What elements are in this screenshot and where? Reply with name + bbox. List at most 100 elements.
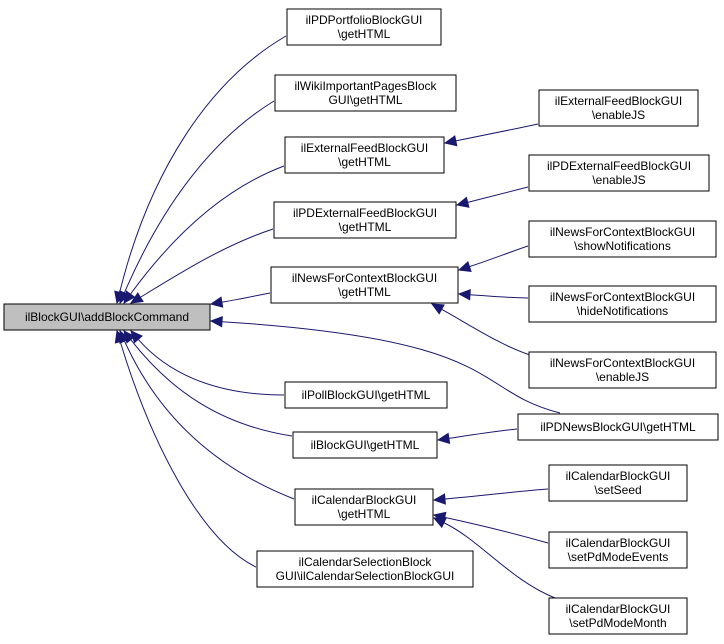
edge-news_js-to-newsctx [430, 303, 531, 356]
node-box[interactable] [270, 266, 459, 304]
edge-line [119, 341, 257, 568]
node-box[interactable] [528, 154, 710, 192]
edge-line [123, 100, 275, 294]
edge-line [130, 339, 293, 437]
arrowhead [455, 196, 470, 208]
node-box[interactable] [528, 220, 717, 258]
node-label-line: ilCalendarBlockGUI [566, 469, 671, 483]
node-box[interactable] [528, 351, 717, 389]
node-box[interactable] [284, 381, 448, 409]
node-label-line: ilPDExternalFeedBlockGUI [547, 159, 691, 173]
node-news_show[interactable]: ilNewsForContextBlockGUI\showNotificatio… [528, 220, 717, 258]
edge-portfolio-to-root [114, 35, 287, 305]
edge-line [221, 321, 561, 414]
node-newsctx[interactable]: ilNewsForContextBlockGUI\getHTML [270, 266, 459, 304]
edge-calsel-to-root [114, 329, 257, 568]
edge-line [467, 186, 529, 203]
node-box[interactable] [286, 8, 442, 46]
node-cal_month[interactable]: ilCalendarBlockGUI\setPdModeMonth [548, 597, 688, 635]
node-cal_events[interactable]: ilCalendarBlockGUI\setPdModeEvents [548, 531, 688, 569]
node-blockgui[interactable]: ilBlockGUI\getHTML [292, 431, 438, 459]
node-calsel[interactable]: ilCalendarSelectionBlockGUI\ilCalendarSe… [256, 550, 474, 588]
edge-line [137, 338, 285, 396]
node-box[interactable] [256, 550, 474, 588]
node-label-line: ilCalendarSelectionBlock [299, 555, 433, 569]
node-label-line: ilWikiImportantPagesBlock [294, 79, 437, 93]
edge-pdextfeed-to-root [129, 228, 274, 304]
node-label-line: \showNotifications [574, 239, 671, 253]
node-label-line: ilBlockGUI\getHTML [311, 438, 420, 452]
node-label-line: \enableJS [592, 108, 645, 122]
edge-pdextfeed_js-to-pdextfeed [455, 186, 529, 208]
node-label-line: ilPDExternalFeedBlockGUI [293, 206, 437, 220]
node-label-line: ilPDPortfolioBlockGUI [306, 13, 423, 27]
node-label-line: GUI\ilCalendarSelectionBlockGUI [276, 569, 455, 583]
node-label-line: \getHTML [338, 507, 391, 521]
edge-cal_seed-to-calendar [432, 488, 549, 505]
node-box[interactable] [528, 285, 717, 323]
node-extfeed_js[interactable]: ilExternalFeedBlockGUI\enableJS [538, 89, 699, 127]
node-cal_seed[interactable]: ilCalendarBlockGUI\setSeed [548, 464, 688, 502]
node-box[interactable] [273, 201, 457, 239]
edge-cal_events-to-calendar [432, 511, 549, 544]
node-label-line: ilNewsForContextBlockGUI [292, 271, 437, 285]
edge-line [221, 292, 271, 303]
edge-pdnews-to-root [209, 315, 561, 414]
edge-line [441, 308, 531, 356]
edge-blockgui-to-root [123, 330, 293, 437]
node-box[interactable] [538, 89, 699, 127]
arrowhead [430, 303, 445, 315]
edge-news_hide-to-newsctx [457, 288, 529, 301]
node-label-line: ilPDNewsBlockGUI\getHTML [540, 420, 696, 434]
node-box[interactable] [548, 597, 688, 635]
node-box[interactable] [274, 74, 457, 112]
node-label-line: ilCalendarBlockGUI [566, 602, 671, 616]
node-label-line: ilNewsForContextBlockGUI [550, 356, 695, 370]
node-box[interactable] [548, 531, 688, 569]
edge-line [444, 516, 549, 544]
node-pdnews[interactable]: ilPDNewsBlockGUI\getHTML [517, 413, 719, 441]
node-label-line: \enableJS [596, 370, 649, 384]
edge-newsctx-to-root [209, 292, 271, 308]
arrowhead [129, 292, 144, 304]
node-root[interactable]: ilBlockGUI\addBlockCommand [3, 303, 211, 331]
edge-poll-to-root [130, 330, 285, 396]
node-poll[interactable]: ilPollBlockGUI\getHTML [284, 381, 448, 409]
node-box[interactable] [517, 413, 719, 441]
node-label-line: ilExternalFeedBlockGUI [555, 94, 682, 108]
arrowhead [123, 290, 136, 304]
edge-line [119, 35, 287, 293]
node-calendar[interactable]: ilCalendarBlockGUI\getHTML [294, 488, 434, 526]
node-pdextfeed_js[interactable]: ilPDExternalFeedBlockGUI\enableJS [528, 154, 710, 192]
node-pdextfeed[interactable]: ilPDExternalFeedBlockGUI\getHTML [273, 201, 457, 239]
node-box[interactable] [292, 431, 438, 459]
edge-line [443, 522, 556, 599]
node-label-line: ilBlockGUI\addBlockCommand [25, 310, 189, 324]
node-label-line: ilCalendarBlockGUI [566, 536, 671, 550]
node-box[interactable] [548, 464, 688, 502]
node-news_js[interactable]: ilNewsForContextBlockGUI\enableJS [528, 351, 717, 389]
node-label-line: \getHTML [338, 155, 391, 169]
node-label-line: ilCalendarBlockGUI [312, 493, 417, 507]
node-box[interactable] [3, 303, 211, 331]
node-label-line: \setSeed [594, 483, 641, 497]
arrowhead [114, 329, 126, 344]
node-box[interactable] [284, 136, 445, 174]
node-label-line: \getHTML [339, 220, 392, 234]
node-label-line: ilPollBlockGUI\getHTML [302, 388, 431, 402]
node-label-line: \getHTML [338, 27, 391, 41]
node-box[interactable] [294, 488, 434, 526]
edge-pdnews-to-blockgui [436, 428, 518, 445]
node-extfeed[interactable]: ilExternalFeedBlockGUI\getHTML [284, 136, 445, 174]
node-label-line: \getHTML [338, 285, 391, 299]
node-label-line: ilNewsForContextBlockGUI [550, 290, 695, 304]
node-portfolio[interactable]: ilPDPortfolioBlockGUI\getHTML [286, 8, 442, 46]
edge-line [469, 245, 529, 268]
node-news_hide[interactable]: ilNewsForContextBlockGUI\hideNotificatio… [528, 285, 717, 323]
edges-layer [114, 35, 561, 599]
edge-line [140, 228, 274, 298]
node-label-line: \enableJS [592, 173, 645, 187]
node-label-line: ilExternalFeedBlockGUI [301, 141, 428, 155]
